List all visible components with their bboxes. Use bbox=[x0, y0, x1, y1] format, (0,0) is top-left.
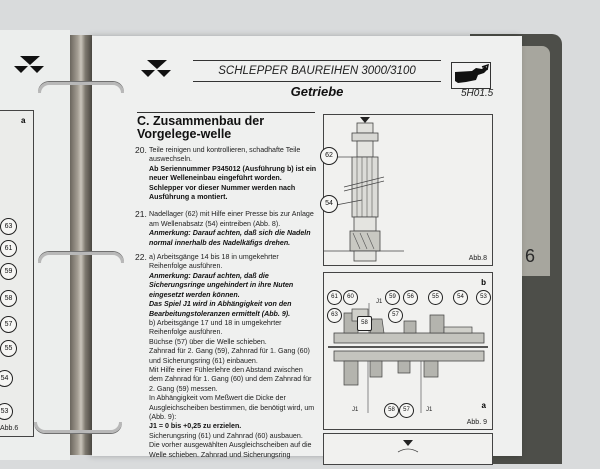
step-note: Anmerkung: Darauf achten, daß die Sicher… bbox=[149, 271, 294, 299]
figure-caption: Abb.8 bbox=[468, 255, 487, 262]
callout: 57 bbox=[0, 316, 17, 333]
step-text: Nadellager (62) mit Hilfe einer Presse b… bbox=[149, 210, 314, 228]
clearance-label: J1 bbox=[376, 299, 383, 305]
step-note-2: Das Spiel J1 wird in Abhängigkeit von de… bbox=[149, 300, 292, 318]
tab-number: 6 bbox=[525, 246, 536, 266]
callout: 54 bbox=[0, 370, 13, 387]
section-title: Getriebe bbox=[290, 84, 344, 99]
callout: 63 bbox=[0, 218, 17, 235]
callout: 61 bbox=[327, 290, 342, 305]
step-number: 20. bbox=[135, 145, 147, 155]
callout: 58 bbox=[384, 403, 399, 418]
step-number: 21. bbox=[135, 209, 147, 220]
step-22: 22. a) Arbeitsgänge 14 bis 18 in umgekeh… bbox=[135, 252, 317, 460]
callout: 53 bbox=[476, 290, 491, 305]
step-bold-line: J1 = 0 bis +0,25 zu erzielen. bbox=[149, 422, 242, 431]
step-line: In Abhängigkeit vom Meßwert die Dicke de… bbox=[149, 394, 315, 421]
step-line: Sicherungsring (61) und Zahnrad (60) aus… bbox=[149, 431, 303, 440]
figure-partial bbox=[323, 433, 493, 465]
callout: 59 bbox=[385, 290, 400, 305]
figure-caption: Abb.6 bbox=[0, 425, 19, 432]
step-note: Anmerkung: Darauf achten, daß sich die N… bbox=[149, 229, 311, 247]
callout: 58 bbox=[0, 290, 17, 307]
section-rule bbox=[137, 112, 315, 113]
callout: 63 bbox=[327, 308, 342, 323]
step-line: Zahnrad für 2. Gang (59), Zahnrad für 1.… bbox=[149, 347, 310, 365]
step-bold-note: Ab Seriennummer P345012 (Ausführung b) i… bbox=[149, 164, 317, 202]
figure-abb-9: b J1 J1 J1 61 60 63 58 59 57 56 55 54 53… bbox=[323, 272, 493, 430]
binder-ring-top bbox=[38, 82, 124, 93]
callout: 54 bbox=[320, 195, 338, 213]
series-title: SCHLEPPER BAUREIHEN 3000/3100 bbox=[193, 60, 441, 82]
variant-label-b: b bbox=[481, 278, 486, 287]
step-part-a: a) Arbeitsgänge 14 bis 18 in umgekehrter… bbox=[149, 253, 279, 271]
step-line: Die vorher ausgewählten Ausgleichscheibe… bbox=[149, 441, 312, 459]
callout: 59 bbox=[0, 263, 17, 280]
step-line: Büchse (57) über die Welle schieben. bbox=[149, 337, 267, 346]
callout: 57 bbox=[399, 403, 414, 418]
binder-ring-bottom bbox=[34, 422, 122, 433]
step-21: 21. Nadellager (62) mit Hilfe einer Pres… bbox=[135, 209, 317, 248]
step-20: 20. Teile reinigen und kontrollieren, sc… bbox=[135, 145, 317, 202]
callout: 53 bbox=[0, 403, 13, 420]
variant-label-a: a bbox=[481, 401, 486, 410]
callout: 54 bbox=[453, 290, 468, 305]
shaft-section-drawing: J1 J1 J1 bbox=[328, 299, 488, 413]
figure-caption: Abb. 9 bbox=[466, 419, 487, 426]
step-number: 22. bbox=[135, 252, 147, 263]
callout: 60 bbox=[343, 290, 358, 305]
hand-wrench-icon bbox=[451, 62, 491, 89]
step-part-b: b) Arbeitsgänge 17 und 18 in umgekehrter… bbox=[149, 318, 282, 337]
binder-ring-middle bbox=[38, 252, 124, 263]
figure-abb-8: 62 54 Abb.8 bbox=[320, 114, 493, 266]
clearance-label: J1 bbox=[426, 407, 433, 413]
page-code: 5H01.5 bbox=[461, 88, 494, 99]
callout: 62 bbox=[320, 147, 338, 165]
section-heading: C. Zusammenbau der Vorgelege-welle bbox=[137, 114, 265, 141]
shaft-drawing bbox=[324, 117, 404, 262]
step-text: Teile reinigen und kontrollieren, schadh… bbox=[149, 146, 301, 164]
instruction-text: 20. Teile reinigen und kontrollieren, sc… bbox=[135, 145, 317, 465]
binder-spine bbox=[70, 35, 92, 455]
callout: 57 bbox=[388, 308, 403, 323]
figure-label-a: a bbox=[21, 116, 26, 125]
step-line: Mit Hilfe einer Fühlerlehre den Abstand … bbox=[149, 365, 312, 393]
callout: 61 bbox=[0, 240, 17, 257]
callout: 58 bbox=[357, 316, 372, 331]
callout: 56 bbox=[403, 290, 418, 305]
callout: 55 bbox=[428, 290, 443, 305]
clearance-label: J1 bbox=[352, 407, 359, 413]
section-divider-tab[interactable]: 6 bbox=[520, 46, 550, 276]
callout: 55 bbox=[0, 340, 17, 357]
